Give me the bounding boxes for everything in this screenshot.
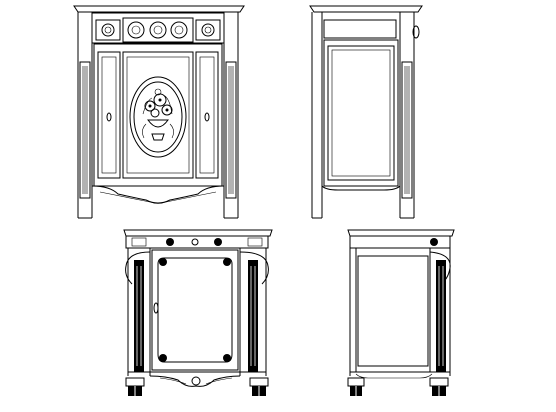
front-frieze-rosette-1	[127, 21, 145, 39]
persp-front-apron-scroll-inner	[159, 377, 233, 385]
front-medallion-outer	[129, 76, 187, 158]
persp-side-panel	[357, 255, 429, 367]
front-right-side-door-panel	[199, 56, 215, 174]
persp-front-right-foot	[249, 377, 269, 396]
front-apron-scroll	[91, 185, 225, 204]
front-frieze-right-rosette	[201, 23, 215, 37]
persp-front-door-corner-2	[223, 258, 231, 266]
side-perspective-view	[347, 229, 455, 396]
persp-front-door	[151, 249, 239, 371]
persp-front-apron-ornament	[191, 376, 201, 386]
side-frieze	[323, 19, 397, 39]
front-perspective-view	[123, 229, 273, 396]
side-rosette	[412, 25, 420, 39]
front-frieze-right-box	[195, 19, 221, 41]
front-frieze-left-rosette	[101, 23, 115, 37]
persp-front-door-corner-3	[159, 354, 167, 362]
side-flute-panel	[401, 61, 413, 199]
persp-front-frieze-box-2	[247, 237, 263, 247]
front-left-side-door-panel	[101, 56, 117, 174]
front-frieze-rosette-2	[149, 21, 167, 39]
persp-front-column-highlights	[136, 266, 256, 366]
front-right-keyhole	[204, 112, 210, 122]
persp-side-left-foot	[347, 377, 365, 396]
persp-side-rosette	[430, 238, 438, 246]
front-frieze-rosette-1-inner	[131, 25, 141, 35]
persp-front-frieze-box-1	[131, 237, 147, 247]
front-left-flute-panel	[79, 61, 91, 199]
persp-side-right-foot	[429, 377, 449, 396]
persp-side-column	[436, 260, 446, 372]
front-frieze-rosette-3	[170, 21, 188, 39]
persp-front-keyhole	[153, 302, 159, 314]
front-frieze-right-rosette-inner	[204, 26, 212, 34]
front-right-side-door	[195, 51, 219, 179]
persp-front-door-corner-1	[159, 258, 167, 266]
persp-front-rosette-2	[214, 238, 222, 246]
front-left-keyhole	[106, 112, 112, 122]
side-panel-outer	[327, 45, 395, 181]
persp-front-right-bracket	[239, 251, 269, 285]
front-left-side-door	[97, 51, 121, 179]
front-center-door-panel	[126, 56, 190, 174]
persp-front-apron-scroll	[149, 375, 241, 387]
front-center-door	[122, 51, 194, 179]
side-apron-scroll	[321, 185, 401, 191]
persp-front-top	[123, 229, 273, 237]
side-elevation-view	[309, 5, 423, 219]
front-frieze-rosette-2-inner	[153, 25, 163, 35]
persp-front-door-panel	[157, 257, 233, 363]
front-frieze-left-box	[95, 19, 121, 41]
persp-side-apron-inner	[355, 373, 433, 379]
persp-front-left-column	[134, 260, 144, 372]
front-apron-scroll-inner	[99, 191, 217, 204]
persp-front-left-bracket	[125, 251, 151, 285]
front-frieze-left-rosette-inner	[104, 26, 112, 34]
persp-front-rosette-3	[191, 238, 199, 246]
front-right-flute-panel	[225, 61, 237, 199]
persp-front-door-corner-4	[223, 354, 231, 362]
front-frieze-center-panel	[122, 17, 194, 43]
side-body	[323, 39, 399, 187]
persp-side-column-highlights	[438, 266, 444, 366]
front-medallion-urn	[142, 88, 174, 141]
persp-front-right-column	[248, 260, 258, 372]
front-medallion-inner	[133, 81, 183, 153]
persp-front-frieze	[125, 235, 269, 249]
persp-front-rosette-1	[166, 238, 174, 246]
front-frieze-rosette-3-inner	[174, 25, 184, 35]
front-elevation-view	[73, 5, 245, 219]
persp-side-top	[347, 229, 455, 237]
side-top-moulding	[309, 5, 423, 13]
front-top-moulding	[73, 5, 245, 13]
persp-front-left-foot	[125, 377, 145, 396]
side-panel-inner	[331, 49, 391, 177]
